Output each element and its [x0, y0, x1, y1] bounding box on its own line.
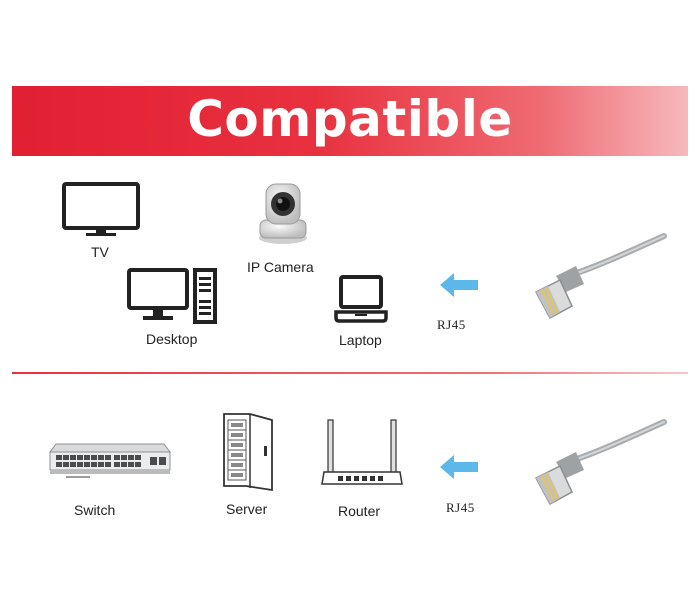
- server-device: [220, 410, 276, 492]
- banner-title: Compatible: [187, 90, 513, 148]
- bottom-arrow: [440, 454, 480, 480]
- server-label: Server: [226, 501, 268, 517]
- desktop-label: Desktop: [146, 331, 198, 347]
- top-rj45-label: RJ45: [437, 317, 466, 332]
- tv-device: [62, 182, 140, 238]
- top-rj45-cable: [528, 230, 668, 326]
- tv-icon: [62, 182, 140, 236]
- router-icon: [321, 419, 403, 485]
- tv-label: TV: [91, 244, 109, 260]
- laptop-device: [333, 274, 389, 324]
- left-arrow-icon: [440, 455, 478, 479]
- desktop-device: [127, 268, 219, 324]
- server-rack-icon: [223, 413, 273, 492]
- desktop-computer-icon: [127, 268, 217, 324]
- bottom-rj45-label: RJ45: [446, 500, 475, 515]
- ip-camera-icon: [259, 183, 307, 244]
- section-divider: [12, 372, 688, 374]
- ip-camera-device: [252, 180, 314, 246]
- laptop-label: Laptop: [339, 332, 382, 348]
- top-arrow: [440, 272, 480, 298]
- switch-device: [46, 440, 174, 482]
- router-label: Router: [338, 503, 381, 519]
- laptop-icon: [334, 275, 388, 323]
- left-arrow-icon: [440, 273, 478, 297]
- compatible-banner: Compatible: [12, 86, 688, 156]
- rj45-cable-icon: [534, 419, 667, 506]
- bottom-rj45-cable: [528, 416, 668, 512]
- network-switch-icon: [49, 443, 171, 478]
- rj45-cable-icon: [534, 233, 667, 320]
- switch-label: Switch: [74, 502, 116, 518]
- ip-camera-label: IP Camera: [247, 259, 314, 275]
- router-device: [320, 418, 404, 490]
